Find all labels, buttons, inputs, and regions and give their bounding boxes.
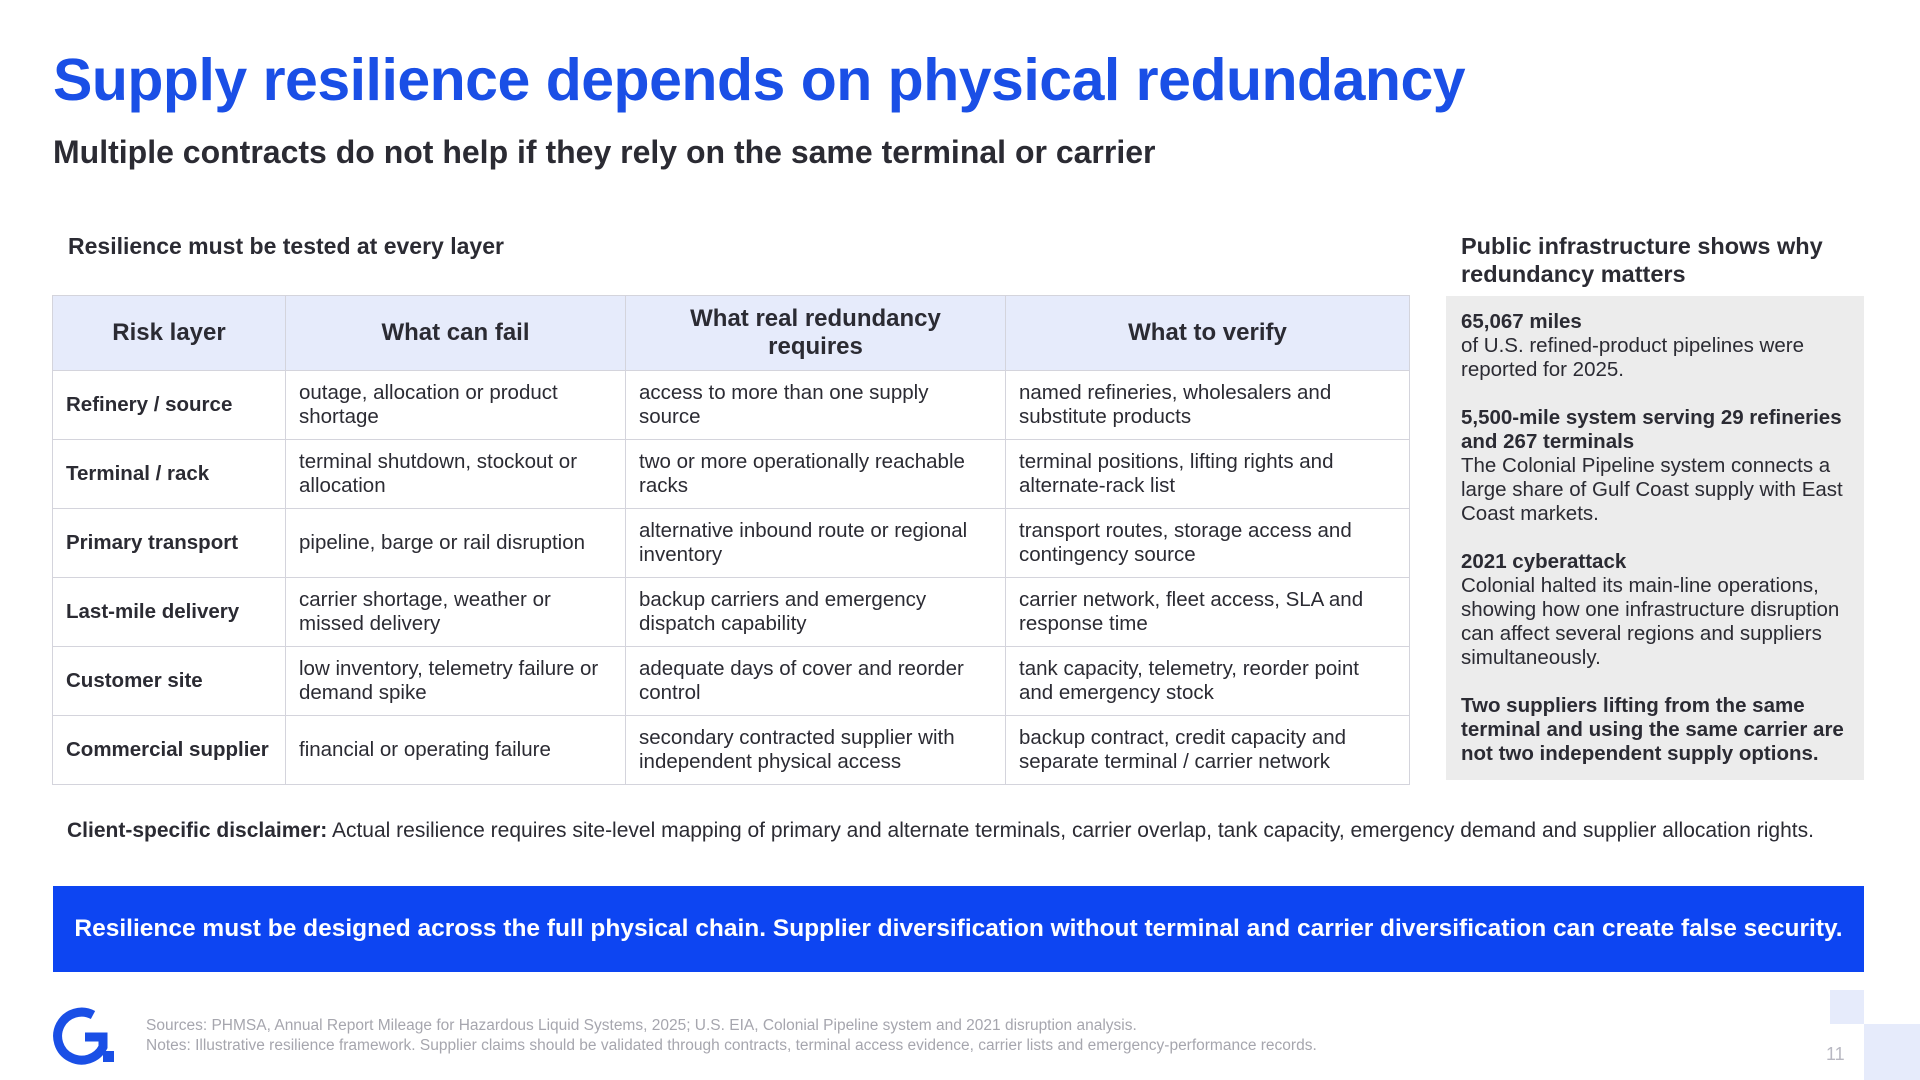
disclaimer-label: Client-specific disclaimer: bbox=[67, 819, 328, 842]
header-risk-layer: Risk layer bbox=[52, 295, 286, 371]
header-what-can-fail: What can fail bbox=[285, 295, 626, 371]
slide-subtitle: Multiple contracts do not help if they r… bbox=[53, 134, 1156, 170]
redundancy-cell: adequate days of cover and reorder contr… bbox=[625, 646, 1006, 716]
stat-headline: 65,067 miles bbox=[1461, 310, 1582, 333]
sidebar-panel: 65,067 miles of U.S. refined-product pip… bbox=[1446, 296, 1864, 780]
what-can-fail-cell: financial or operating failure bbox=[285, 715, 626, 785]
table-row: Commercial supplier financial or operati… bbox=[52, 715, 1410, 785]
verify-cell: transport routes, storage access and con… bbox=[1005, 508, 1410, 578]
disclaimer-text: Actual resilience requires site-level ma… bbox=[327, 819, 1814, 842]
what-can-fail-cell: outage, allocation or product shortage bbox=[285, 370, 626, 440]
verify-cell: tank capacity, telemetry, reorder point … bbox=[1005, 646, 1410, 716]
risk-layer-cell: Primary transport bbox=[52, 508, 286, 578]
table-section-heading: Resilience must be tested at every layer bbox=[68, 233, 504, 259]
notes-text: Notes: Illustrative resilience framework… bbox=[146, 1037, 1317, 1054]
table-row: Last-mile delivery carrier shortage, wea… bbox=[52, 577, 1410, 647]
page-number: 11 bbox=[1826, 1044, 1845, 1064]
table-row: Customer site low inventory, telemetry f… bbox=[52, 646, 1410, 716]
what-can-fail-cell: low inventory, telemetry failure or dema… bbox=[285, 646, 626, 716]
stat-text: The Colonial Pipeline system connects a … bbox=[1461, 454, 1843, 525]
sources-text: Sources: PHMSA, Annual Report Mileage fo… bbox=[146, 1017, 1137, 1034]
stat-text: Colonial halted its main-line operations… bbox=[1461, 574, 1840, 669]
stat-headline: 2021 cyberattack bbox=[1461, 550, 1627, 573]
g-logo-icon bbox=[53, 1007, 114, 1065]
redundancy-cell: backup carriers and emergency dispatch c… bbox=[625, 577, 1006, 647]
corner-decoration bbox=[1864, 1024, 1920, 1080]
risk-layer-cell: Terminal / rack bbox=[52, 439, 286, 509]
sidebar-callout: Two suppliers lifting from the same term… bbox=[1461, 694, 1844, 765]
stat-headline: 5,500-mile system serving 29 refineries … bbox=[1461, 406, 1842, 453]
key-message-banner: Resilience must be designed across the f… bbox=[53, 886, 1864, 972]
what-can-fail-cell: terminal shutdown, stockout or allocatio… bbox=[285, 439, 626, 509]
table-row: Primary transport pipeline, barge or rai… bbox=[52, 508, 1410, 578]
stat-block: 2021 cyberattack Colonial halted its mai… bbox=[1461, 550, 1848, 670]
risk-layer-cell: Refinery / source bbox=[52, 370, 286, 440]
verify-cell: named refineries, wholesalers and substi… bbox=[1005, 370, 1410, 440]
verify-cell: carrier network, fleet access, SLA and r… bbox=[1005, 577, 1410, 647]
header-redundancy-requires: What real redundancy requires bbox=[625, 295, 1006, 371]
redundancy-cell: two or more operationally reachable rack… bbox=[625, 439, 1006, 509]
disclaimer: Client-specific disclaimer: Actual resil… bbox=[67, 819, 1857, 843]
risk-layer-cell: Customer site bbox=[52, 646, 286, 716]
verify-cell: backup contract, credit capacity and sep… bbox=[1005, 715, 1410, 785]
sidebar-heading: Public infrastructure shows why redundan… bbox=[1461, 233, 1823, 287]
footer-sources: Sources: PHMSA, Annual Report Mileage fo… bbox=[146, 1016, 1317, 1056]
banner-text: Resilience must be designed across the f… bbox=[74, 915, 1843, 942]
redundancy-cell: alternative inbound route or regional in… bbox=[625, 508, 1006, 578]
risk-layer-cell: Commercial supplier bbox=[52, 715, 286, 785]
table-row: Refinery / source outage, allocation or … bbox=[52, 370, 1410, 440]
redundancy-cell: secondary contracted supplier with indep… bbox=[625, 715, 1006, 785]
resilience-table: Risk layer What can fail What real redun… bbox=[52, 295, 1410, 785]
what-can-fail-cell: pipeline, barge or rail disruption bbox=[285, 508, 626, 578]
verify-cell: terminal positions, lifting rights and a… bbox=[1005, 439, 1410, 509]
slide-title: Supply resilience depends on physical re… bbox=[53, 47, 1466, 113]
header-what-to-verify: What to verify bbox=[1005, 295, 1410, 371]
risk-layer-cell: Last-mile delivery bbox=[52, 577, 286, 647]
redundancy-cell: access to more than one supply source bbox=[625, 370, 1006, 440]
stat-block: 5,500-mile system serving 29 refineries … bbox=[1461, 406, 1848, 526]
stat-text: of U.S. refined-product pipelines were r… bbox=[1461, 334, 1804, 381]
table-header-row: Risk layer What can fail What real redun… bbox=[52, 295, 1410, 371]
stat-block: 65,067 miles of U.S. refined-product pip… bbox=[1461, 310, 1848, 382]
what-can-fail-cell: carrier shortage, weather or missed deli… bbox=[285, 577, 626, 647]
table-row: Terminal / rack terminal shutdown, stock… bbox=[52, 439, 1410, 509]
corner-decoration bbox=[1830, 990, 1864, 1024]
